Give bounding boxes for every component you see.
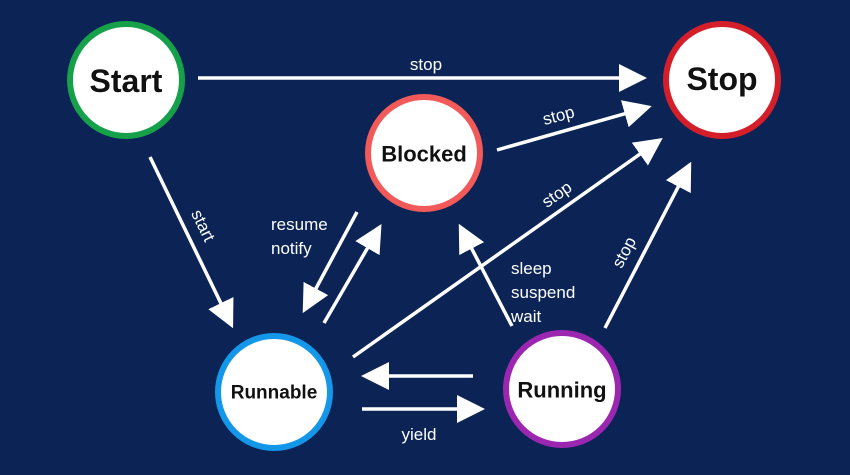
- edge-label-suspend: suspend: [511, 283, 575, 302]
- edge-label-yield: yield: [402, 425, 437, 444]
- edge-label-start-runnable: start: [187, 207, 219, 245]
- edge-label-notify: notify: [271, 239, 312, 258]
- node-label-stop: Stop: [686, 61, 757, 97]
- arrow-start-to-runnable: [148, 156, 234, 329]
- node-stop: Stop: [663, 21, 781, 139]
- node-label-running: Running: [517, 378, 606, 403]
- arrow-runnable-to-stop: [351, 137, 663, 359]
- node-running: Running: [503, 330, 621, 448]
- arrow-blocked-to-stop: [496, 100, 652, 152]
- edge-label-sleep: sleep: [511, 259, 552, 278]
- edge-label-resume: resume: [271, 215, 328, 234]
- node-start: Start: [67, 21, 185, 139]
- edge-label-runnable-stop: stop: [538, 177, 575, 211]
- edge-label-start-stop: stop: [410, 55, 442, 74]
- arrow-runnable-to-blocked: [322, 223, 382, 324]
- node-blocked: Blocked: [365, 94, 483, 212]
- edge-label-running-stop: stop: [608, 234, 640, 271]
- arrow-running-to-stop: [603, 161, 692, 329]
- arrow-blocked-to-runnable: [302, 211, 359, 314]
- edge-label-wait: wait: [510, 307, 542, 326]
- node-label-start: Start: [90, 63, 163, 99]
- edge-label-blocked-stop: stop: [541, 102, 577, 129]
- node-runnable: Runnable: [215, 333, 333, 451]
- node-label-blocked: Blocked: [381, 142, 467, 167]
- node-label-runnable: Runnable: [231, 383, 318, 404]
- arrow-running-to-blocked: [458, 223, 514, 327]
